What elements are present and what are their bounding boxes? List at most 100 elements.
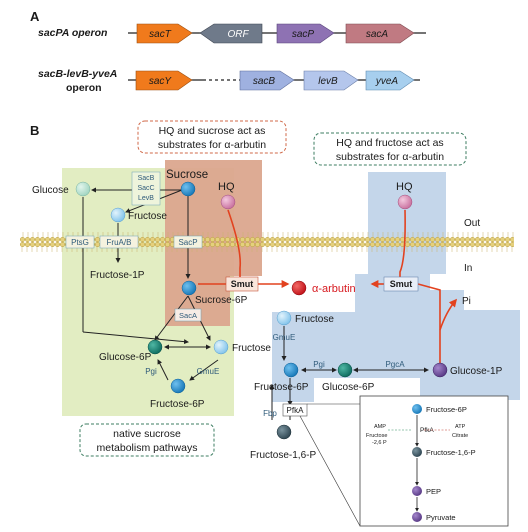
enzyme-sacp-tag: SacP bbox=[173, 235, 203, 249]
glucose-node bbox=[75, 181, 91, 197]
inset-atp-label: ATP bbox=[455, 424, 466, 430]
gene-label: sacY bbox=[149, 76, 173, 87]
glucose6p-right-label: Glucose-6P bbox=[322, 382, 375, 393]
gene-yveA: yveA bbox=[365, 70, 415, 91]
pfka-inset bbox=[359, 395, 509, 527]
enzyme-ptsg-tag: PtsG bbox=[65, 235, 95, 249]
pi-label: Pi bbox=[462, 296, 471, 307]
inset-connector-bottom bbox=[299, 415, 361, 527]
smut-arrows bbox=[198, 209, 458, 366]
inset-content: Fructose-6P PfkA AMP Fructose -2,6 P ATP… bbox=[366, 404, 476, 522]
gene-label: levB bbox=[318, 76, 338, 87]
inset-fructose16p-node bbox=[412, 447, 422, 457]
glucose1p-node bbox=[432, 362, 448, 378]
native-pathway-box bbox=[79, 423, 215, 457]
fructose-substrate-box bbox=[313, 132, 467, 166]
gene-label: sacT bbox=[149, 29, 172, 40]
fructose6p-left-label: Fructose-6P bbox=[150, 399, 205, 410]
native-box-line1: native sucrose bbox=[113, 428, 181, 440]
inset-pep-node bbox=[412, 486, 422, 496]
gene-label: ORF bbox=[227, 29, 249, 40]
enzyme-fruab-tag: FruA/B bbox=[99, 235, 139, 249]
inset-pfka-label: PfkA bbox=[420, 427, 434, 434]
fructose6p-right-label: Fructose-6P bbox=[254, 382, 309, 393]
operon2-title-line1: sacB-levB-yveA bbox=[38, 68, 117, 80]
gene-label: sacB bbox=[253, 76, 276, 87]
arbutin-label: α-arbutin bbox=[312, 283, 356, 295]
hq-right-node bbox=[397, 194, 413, 210]
enzyme-ptsg: PtsG bbox=[71, 238, 89, 247]
fructose-top-node bbox=[110, 207, 126, 223]
enzyme-pfka: PfkA bbox=[287, 406, 305, 415]
in-label: In bbox=[464, 263, 472, 274]
inset-pep-label: PEP bbox=[426, 487, 441, 496]
glucose6p-left-node bbox=[147, 339, 163, 355]
fructose-mid-node bbox=[213, 339, 229, 355]
enzyme-pgca: PgcA bbox=[385, 360, 405, 369]
glucose-label: Glucose bbox=[32, 185, 69, 196]
hq-left-node bbox=[220, 194, 236, 210]
inset-fructose6p-node bbox=[412, 404, 422, 414]
enzyme-sacc: SacC bbox=[137, 185, 154, 192]
enzyme-saca-tag: SacA bbox=[174, 308, 202, 322]
inset-pyruvate-label: Pyruvate bbox=[426, 513, 456, 522]
native-box-line2: metabolism pathways bbox=[97, 442, 198, 454]
out-label: Out bbox=[464, 218, 480, 229]
enzyme-smut-right-tag: Smut bbox=[383, 276, 419, 292]
enzyme-smut-left: Smut bbox=[231, 279, 254, 289]
gene-sacB: sacB bbox=[239, 70, 295, 91]
sucrose-label: Sucrose bbox=[166, 169, 208, 181]
sucrose-box-line2: substrates for α-arbutin bbox=[158, 139, 266, 151]
fructose-top-label: Fructose bbox=[128, 211, 167, 222]
enzyme-sacbclevb-box: SacB SacC LevB bbox=[131, 171, 161, 206]
sucrose-substrate-box bbox=[137, 120, 287, 154]
gene-ORF: ORF bbox=[199, 23, 263, 44]
fructose-right-label: Fructose bbox=[295, 314, 334, 325]
enzyme-pgi-right: Pgi bbox=[313, 360, 325, 369]
operon1-title: sacPA operon bbox=[38, 27, 107, 39]
fructose-box-line2: substrates for α-arbutin bbox=[336, 151, 444, 163]
enzyme-sacb: SacB bbox=[138, 175, 155, 182]
inset-citrate-label: Citrate bbox=[452, 433, 468, 439]
enzyme-pfka-tag: PfkA bbox=[282, 403, 308, 417]
sucrose6p-label: Sucrose-6P bbox=[195, 295, 248, 306]
operon2-title-line2: operon bbox=[66, 82, 102, 94]
glucose1p-label: Glucose-1P bbox=[450, 366, 503, 377]
cell-membrane bbox=[20, 231, 514, 253]
fructose16p-node bbox=[276, 424, 292, 440]
inset-fructose26p-line1: Fructose bbox=[366, 433, 387, 439]
enzyme-fbp: Fbp bbox=[263, 409, 277, 418]
inset-fructose26p-line2: -2,6 P bbox=[372, 440, 387, 446]
fructose1p-label: Fructose-1P bbox=[90, 270, 145, 281]
hq-right-label: HQ bbox=[396, 181, 413, 193]
sucrose-box-line1: HQ and sucrose act as bbox=[159, 125, 266, 137]
gene-label: yveA bbox=[375, 76, 399, 87]
fructose-right-node bbox=[276, 310, 292, 326]
gene-sacP: sacP bbox=[276, 23, 335, 44]
enzyme-pgi-left: Pgi bbox=[145, 367, 157, 376]
enzyme-sacp: SacP bbox=[178, 238, 197, 247]
sucrose6p-node bbox=[181, 280, 197, 296]
enzyme-levb: LevB bbox=[138, 195, 154, 202]
inset-fructose16p-label: Fructose-1,6-P bbox=[426, 448, 476, 457]
enzyme-gmue-right: GmuE bbox=[273, 333, 296, 342]
inset-fructose6p-label: Fructose-6P bbox=[426, 405, 467, 414]
hq-left-label: HQ bbox=[218, 181, 235, 193]
fructose-box-line1: HQ and fructose act as bbox=[336, 137, 443, 149]
fructose6p-right-node bbox=[283, 362, 299, 378]
enzyme-fruab: FruA/B bbox=[107, 238, 132, 247]
enzyme-gmue-left: GmuE bbox=[197, 367, 220, 376]
enzyme-smut-left-tag: Smut bbox=[225, 276, 259, 292]
panel-a-label: A bbox=[30, 9, 40, 24]
glucose6p-right-node bbox=[337, 362, 353, 378]
gene-label: sacP bbox=[292, 29, 315, 40]
inset-amp-label: AMP bbox=[374, 424, 386, 430]
fructose-mid-label: Fructose bbox=[232, 343, 271, 354]
gene-sacA: sacA bbox=[345, 23, 415, 44]
inset-pyruvate-node bbox=[412, 512, 422, 522]
sucrose-node bbox=[180, 181, 196, 197]
enzyme-smut-right: Smut bbox=[390, 279, 413, 289]
arbutin-node bbox=[291, 280, 307, 296]
fructose16p-label: Fructose-1,6-P bbox=[250, 450, 316, 461]
